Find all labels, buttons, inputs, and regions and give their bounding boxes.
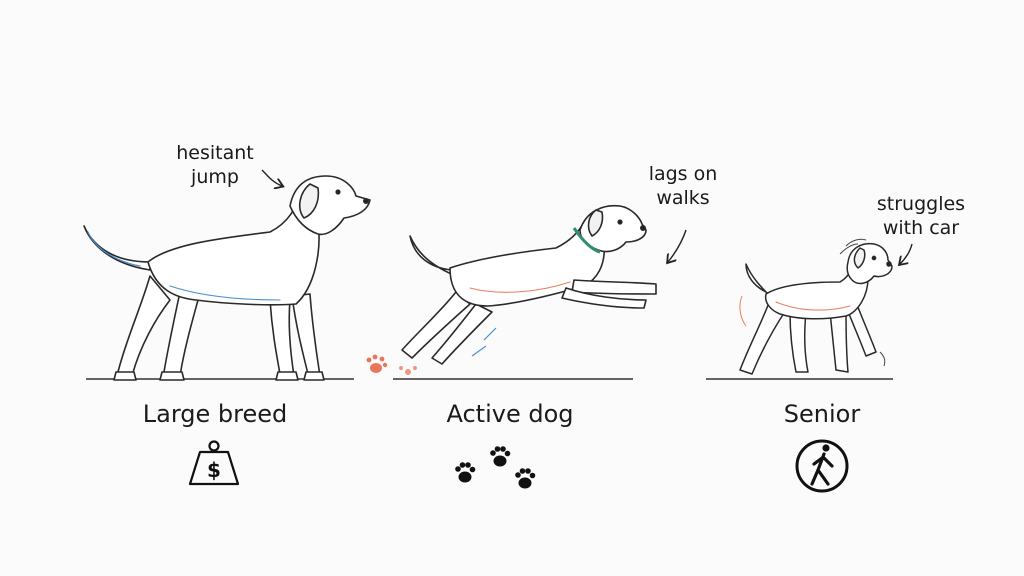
dollar-sign-glyph: $ (207, 458, 221, 482)
senior-dog-illustration (739, 242, 893, 375)
weight-dollar-icon (188, 440, 240, 486)
annotation-line: lags on (648, 163, 718, 185)
annotation-arrow-large (261, 169, 282, 186)
annotation-large-breed: hesitant jump (166, 141, 264, 189)
label-senior: Senior (783, 400, 861, 428)
dog-collar (572, 227, 601, 254)
annotation-line: with car (882, 217, 960, 239)
annotation-line: jump (191, 166, 239, 188)
shake-line (845, 238, 867, 247)
large-breed-dog-illustration (83, 175, 371, 381)
motion-line (471, 345, 487, 357)
annotation-senior: struggles with car (866, 192, 976, 240)
shake-line (739, 295, 747, 327)
paw-prints-icon (455, 446, 536, 489)
annotation-arrow-active (668, 229, 687, 262)
label-active-dog: Active dog (446, 400, 574, 428)
orange-paw-trace (399, 366, 417, 375)
annotation-arrow-senior (900, 243, 913, 264)
active-dog-illustration (401, 204, 657, 365)
motion-line (483, 327, 497, 341)
label-large-breed: Large breed (142, 400, 288, 428)
shake-line (879, 351, 886, 367)
annotation-line: walks (656, 187, 710, 209)
annotation-line: struggles (876, 193, 966, 215)
orange-paw-print-icon (366, 354, 388, 373)
walking-person-circle-icon (795, 439, 849, 493)
shake-line (839, 243, 859, 255)
annotation-line: hesitant (176, 142, 254, 164)
annotation-active-dog: lags on walks (636, 162, 730, 210)
